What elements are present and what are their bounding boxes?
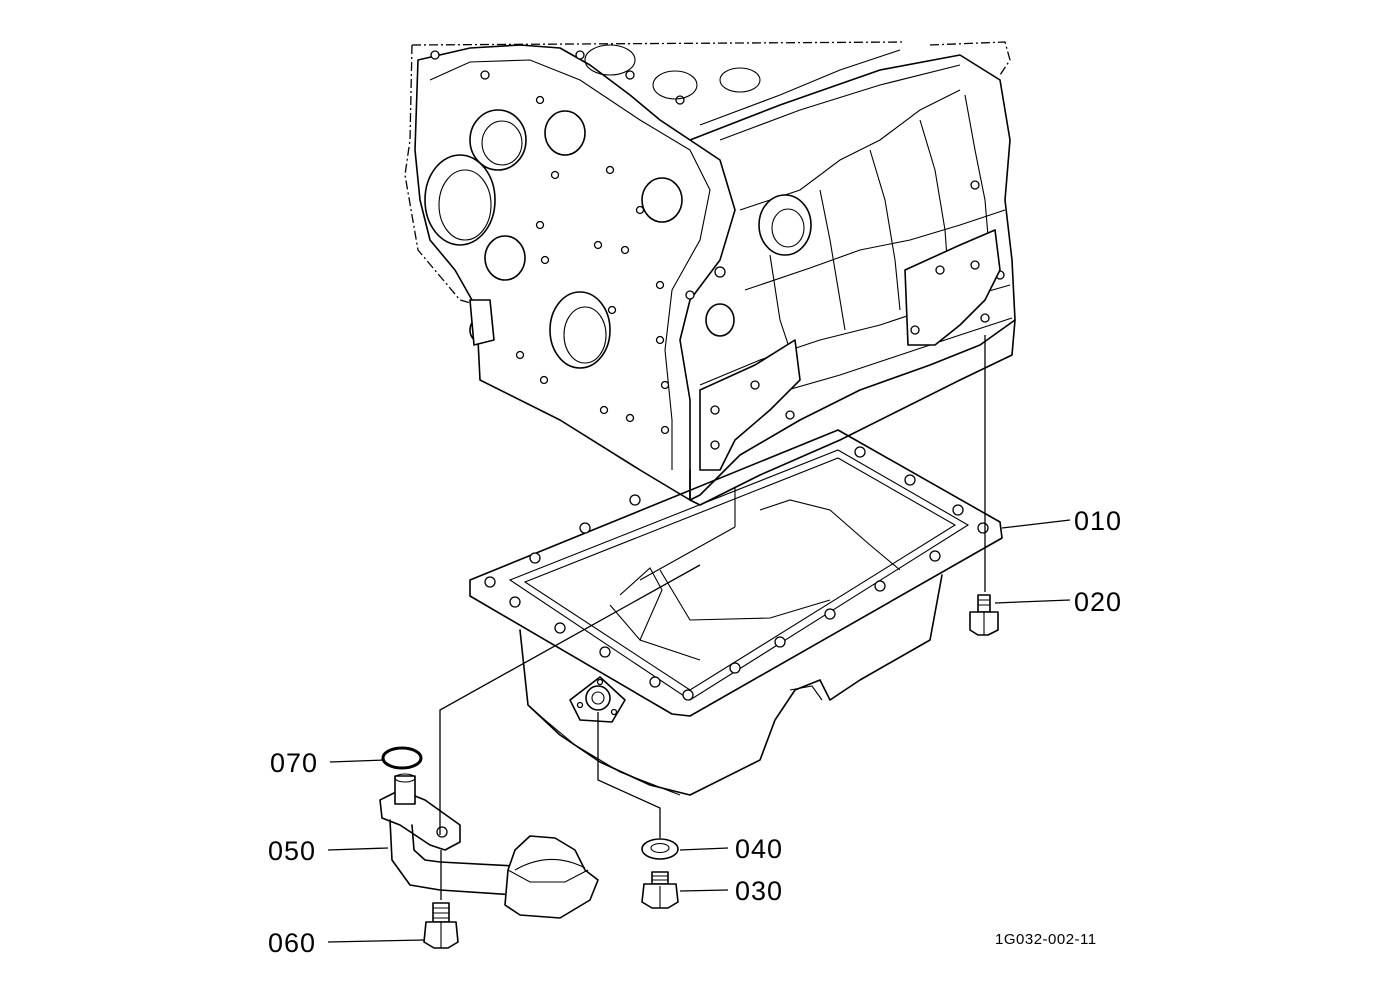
pan-flange-holes [484, 446, 989, 701]
drawing-reference-number: 1G032-002-11 [995, 931, 1097, 948]
callout-030: 030 [735, 876, 783, 906]
part-070-o-ring [381, 746, 423, 770]
part-040-washer [641, 838, 679, 860]
callout-060: 060 [268, 928, 316, 958]
part-050-oil-strainer [379, 773, 599, 919]
part-030-drain-plug [641, 871, 679, 909]
callout-010: 010 [1074, 506, 1122, 536]
callout-050: 050 [268, 836, 316, 866]
callout-020: 020 [1074, 587, 1122, 617]
oil-pan [469, 429, 1003, 796]
leader-lines [327, 335, 1071, 943]
part-020-bolt [969, 594, 999, 636]
face-holes [430, 50, 685, 435]
engine-block [404, 41, 1016, 506]
callout-040: 040 [735, 834, 783, 864]
callout-070: 070 [270, 748, 318, 778]
part-060-bolt [423, 902, 459, 949]
